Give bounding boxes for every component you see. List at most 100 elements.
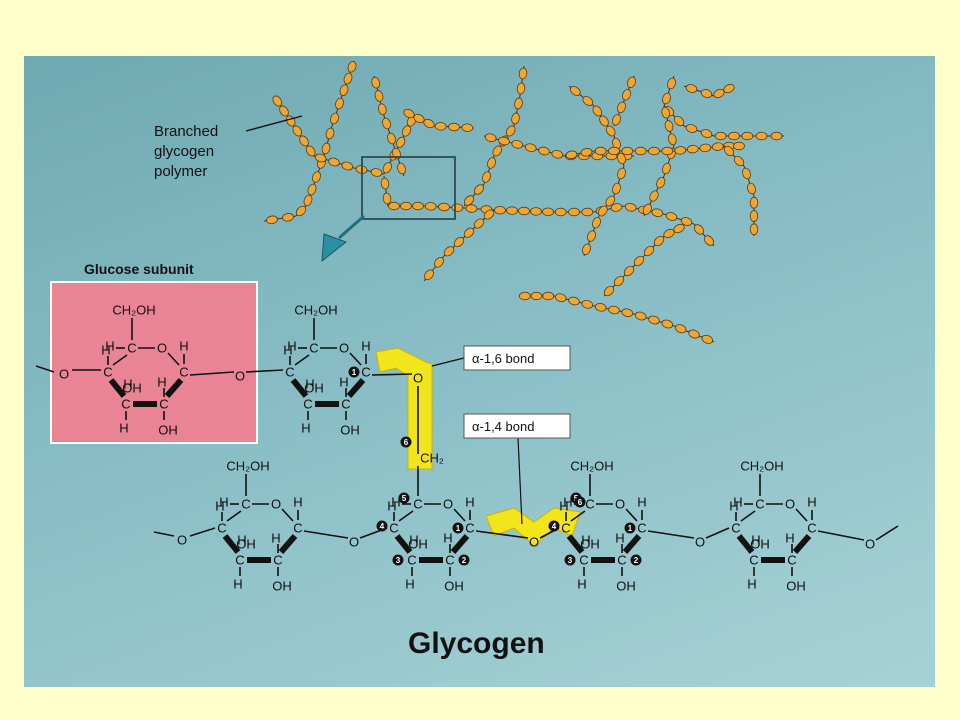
glucose-bead (728, 131, 740, 141)
glucose-bead (608, 146, 620, 156)
glucose-bead (370, 168, 383, 177)
glucose-bead (307, 183, 317, 196)
glucose-bead (347, 61, 357, 73)
c4-atom: C (389, 521, 398, 536)
glucose-bead (592, 105, 603, 117)
h-atom: H (751, 533, 760, 548)
glucose-bead (700, 129, 713, 138)
glucose-bead (518, 67, 528, 80)
h-atom: H (301, 421, 310, 436)
carbon-number: 4 (380, 522, 385, 531)
glucose-bead (711, 142, 724, 151)
glucose-bead (292, 125, 303, 137)
ch2-label: CH₂ (420, 451, 444, 466)
glucose-bead (451, 203, 464, 212)
glucose-bead (341, 161, 354, 171)
glucose-bead (400, 201, 412, 211)
glucose-bead (587, 230, 596, 242)
glucose-bead (673, 115, 685, 127)
alpha-1-4-oxygen: O (529, 535, 539, 550)
h-atom: H (233, 577, 242, 592)
alpha-1-4-label: α-1,4 bond (472, 419, 534, 434)
glucose-bead (463, 195, 475, 206)
oh-label: OH (272, 579, 292, 594)
glucose-bead (755, 131, 768, 141)
alpha-1-6-label: α-1,6 bond (472, 351, 534, 366)
zoom-pointer-line (338, 214, 365, 240)
glucose-bead (396, 136, 406, 148)
glucose-bead (643, 245, 655, 257)
carbon-number: 3 (396, 556, 401, 565)
glucose-bead (700, 89, 713, 98)
glucose-bead (733, 155, 745, 167)
h-atom: H (785, 531, 794, 546)
carbon-number-marker (452, 522, 464, 534)
carbon-number: 1 (352, 368, 357, 377)
bond (705, 527, 730, 539)
c1-atom: C (637, 521, 646, 536)
h-atom: H (615, 531, 624, 546)
carbon-number: 6 (578, 498, 583, 507)
glucose-bead (634, 146, 647, 156)
c3-atom: C (121, 397, 130, 412)
h-atom: H (387, 499, 396, 514)
h-atom: H (733, 495, 742, 510)
h-atom: H (271, 531, 280, 546)
glucose-bead (387, 132, 396, 145)
glucose-bead (423, 118, 435, 129)
glucose-bead (675, 324, 687, 334)
glucose-bead (581, 299, 594, 309)
h-atom: H (409, 533, 418, 548)
glucose-bead (667, 133, 677, 146)
glucose-bead (343, 72, 353, 85)
glucose-bead (656, 177, 666, 189)
glucose-bead (599, 115, 609, 127)
glucose-bead (617, 167, 626, 180)
glucose-bead (565, 150, 578, 160)
c5-atom: C (309, 341, 318, 356)
glucose-bead (749, 196, 759, 209)
bond (740, 510, 756, 522)
glucose-bead (511, 139, 524, 149)
glucose-subunit-label: Glucose subunit (84, 261, 194, 277)
glucose-bead (569, 86, 581, 96)
carbon-number-marker (458, 554, 470, 566)
glycogen-diagram: Branched glycogen polymer Glucose subuni… (35, 60, 899, 660)
glucose-bead (465, 204, 478, 213)
glucose-bead (685, 84, 698, 93)
glucose-bead (473, 184, 485, 195)
ring-bottom-bond (792, 534, 812, 554)
oh-label: OH (408, 537, 428, 552)
glucose-bead (382, 117, 391, 130)
glucose-bead (335, 97, 344, 110)
glucose-bead (662, 162, 671, 175)
bond (570, 510, 586, 522)
c2-atom: C (341, 397, 350, 412)
glucose-bead (434, 122, 447, 131)
glucose-subunit-box (50, 281, 258, 444)
glucose-bead (492, 145, 503, 157)
carbon-number-marker (398, 492, 410, 504)
glucose-bead (594, 146, 607, 156)
glucose-bead (608, 305, 620, 315)
branched-label-line2: glycogen (154, 143, 214, 160)
oh-label: OH (340, 423, 360, 438)
ring-bottom-bond (278, 534, 298, 554)
carbon-number-marker (400, 436, 412, 448)
oh-label: OH (616, 579, 636, 594)
glucose-bead (377, 103, 387, 116)
h-atom: H (637, 495, 646, 510)
glucose-bead (542, 207, 554, 217)
h-atom: H (391, 495, 400, 510)
ring-oxygen: O (785, 497, 795, 512)
glucose-bead (597, 205, 608, 217)
oh-label: OH (236, 537, 256, 552)
chain-continuation (35, 365, 55, 373)
glucose-bead (653, 235, 665, 247)
glucose-bead (685, 124, 698, 133)
bond (475, 530, 529, 539)
c2-atom: C (273, 553, 282, 568)
bond (625, 508, 638, 522)
glucose-bead (664, 120, 674, 132)
alpha-1-6-pointer (431, 357, 465, 367)
